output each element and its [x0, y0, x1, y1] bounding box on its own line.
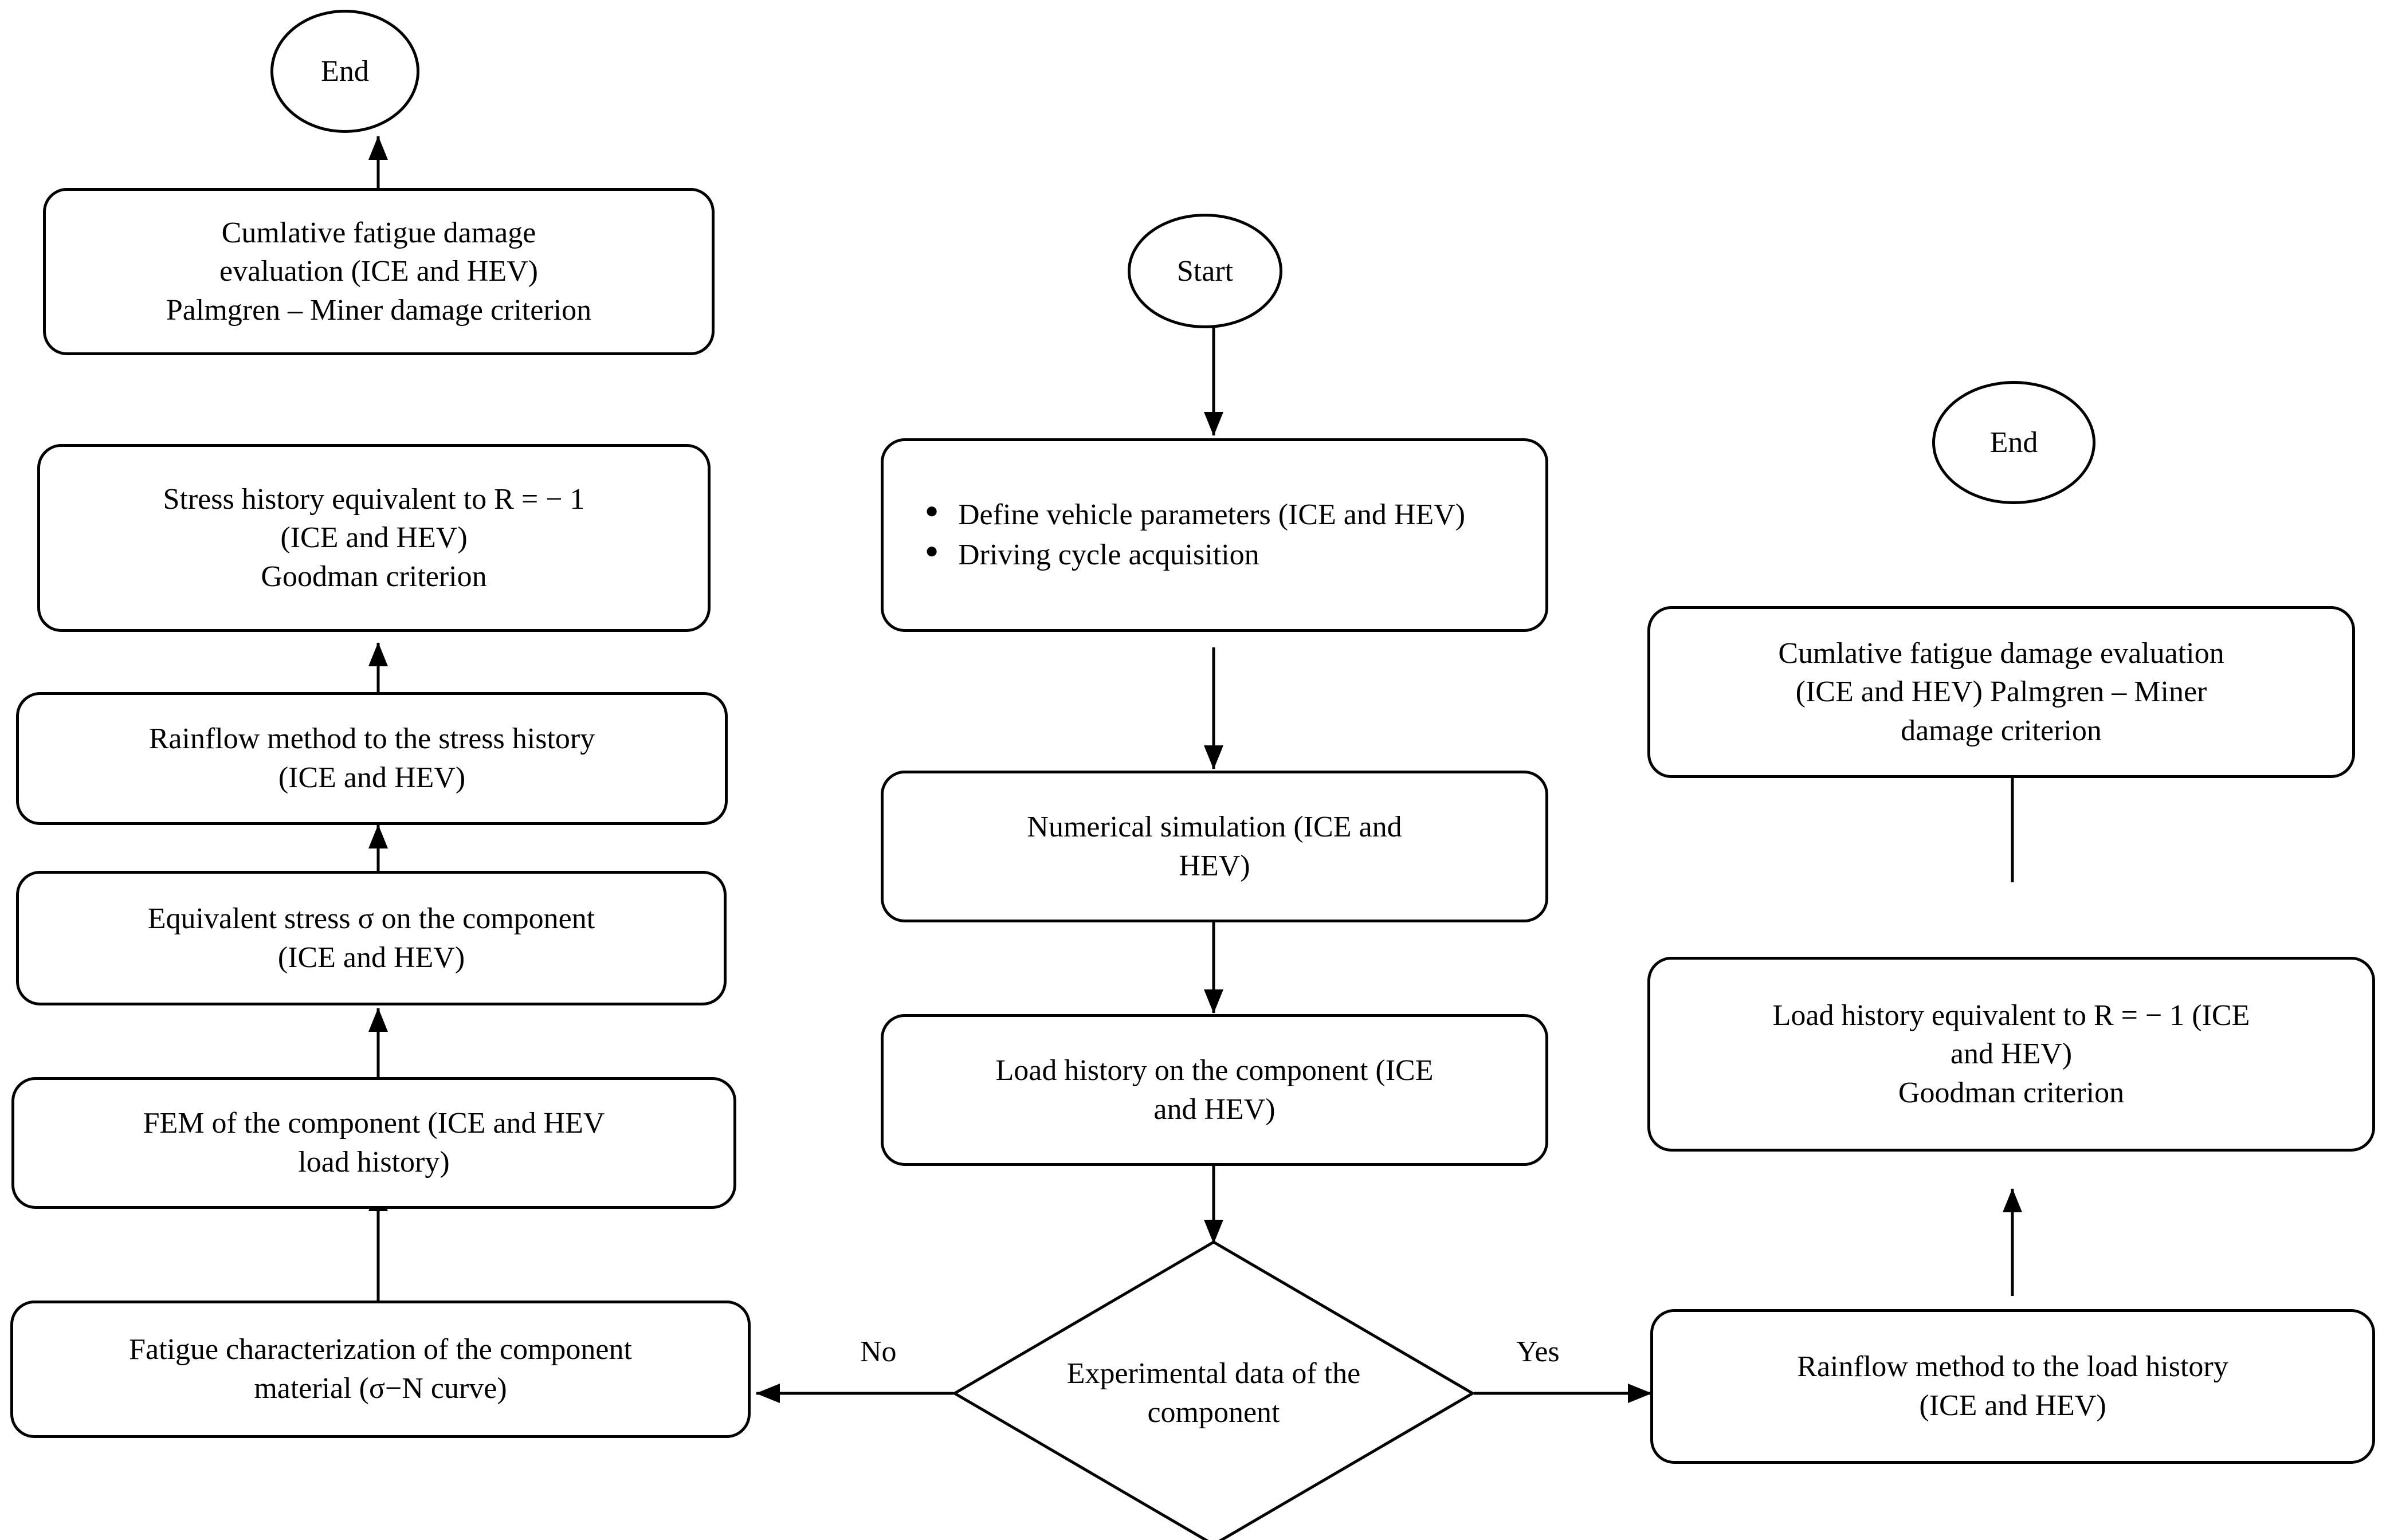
process-cumulative-damage-left-label: Cumlative fatigue damage evaluation (ICE… — [166, 216, 592, 327]
define-parameters-bullet-list: ● Define vehicle parameters (ICE and HEV… — [894, 495, 1535, 575]
process-equivalent-stress-label: Equivalent stress σ on the component (IC… — [147, 902, 595, 974]
edge-label-yes-text: Yes — [1516, 1335, 1560, 1368]
process-cumulative-damage-right-label: Cumlative fatigue damage evaluation (ICE… — [1778, 637, 2224, 747]
edge-label-no-text: No — [860, 1335, 897, 1368]
bullet-dot-icon: ● — [925, 537, 939, 563]
terminator-start[interactable]: Start — [1128, 214, 1282, 328]
process-stress-history-r-label: Stress history equivalent to R = − 1 (IC… — [163, 482, 585, 593]
process-load-history-r[interactable]: Load history equivalent to R = − 1 (ICE … — [1647, 957, 2375, 1152]
process-fem-component-label: FEM of the component (ICE and HEV load h… — [143, 1107, 605, 1178]
process-load-history-component-label: Load history on the component (ICE and H… — [995, 1054, 1434, 1126]
process-stress-history-r[interactable]: Stress history equivalent to R = − 1 (IC… — [37, 444, 711, 632]
process-cumulative-damage-right[interactable]: Cumlative fatigue damage evaluation (ICE… — [1647, 606, 2355, 778]
terminator-end-right[interactable]: End — [1932, 381, 2095, 504]
bullet-text: Driving cycle acquisition — [958, 539, 1259, 571]
process-numerical-simulation-label: Numerical simulation (ICE and HEV) — [1027, 810, 1402, 882]
process-load-history-component[interactable]: Load history on the component (ICE and H… — [881, 1014, 1548, 1166]
process-rainflow-stress-label: Rainflow method to the stress history (I… — [148, 722, 595, 794]
process-equivalent-stress[interactable]: Equivalent stress σ on the component (IC… — [16, 871, 727, 1005]
process-fatigue-characterization[interactable]: Fatigue characterization of the componen… — [10, 1301, 751, 1438]
bullet-item: ● Driving cycle acquisition — [925, 535, 1535, 575]
edge-label-yes: Yes — [1513, 1335, 1563, 1369]
process-fatigue-characterization-label: Fatigue characterization of the componen… — [129, 1333, 632, 1405]
bullet-dot-icon: ● — [925, 497, 939, 524]
terminator-start-label: Start — [1176, 254, 1234, 288]
process-fem-component[interactable]: FEM of the component (ICE and HEV load h… — [11, 1077, 736, 1209]
decision-experimental-data[interactable]: Experimental data of the component — [955, 1242, 1473, 1540]
process-rainflow-stress[interactable]: Rainflow method to the stress history (I… — [16, 692, 728, 825]
decision-experimental-data-label: Experimental data of the component — [1066, 1357, 1361, 1429]
bullet-text: Define vehicle parameters (ICE and HEV) — [958, 498, 1466, 532]
process-define-parameters[interactable]: ● Define vehicle parameters (ICE and HEV… — [881, 438, 1548, 632]
process-numerical-simulation[interactable]: Numerical simulation (ICE and HEV) — [881, 771, 1548, 922]
process-cumulative-damage-left[interactable]: Cumlative fatigue damage evaluation (ICE… — [43, 188, 715, 355]
process-rainflow-load[interactable]: Rainflow method to the load history (ICE… — [1650, 1309, 2375, 1464]
process-load-history-r-label: Load history equivalent to R = − 1 (ICE … — [1772, 999, 2250, 1109]
bullet-item: ● Define vehicle parameters (ICE and HEV… — [925, 495, 1535, 535]
edge-label-no: No — [857, 1335, 900, 1369]
process-rainflow-load-label: Rainflow method to the load history (ICE… — [1797, 1350, 2228, 1422]
terminator-end-left-label: End — [321, 55, 369, 88]
terminator-end-left[interactable]: End — [270, 10, 419, 133]
terminator-end-right-label: End — [1989, 426, 2038, 459]
